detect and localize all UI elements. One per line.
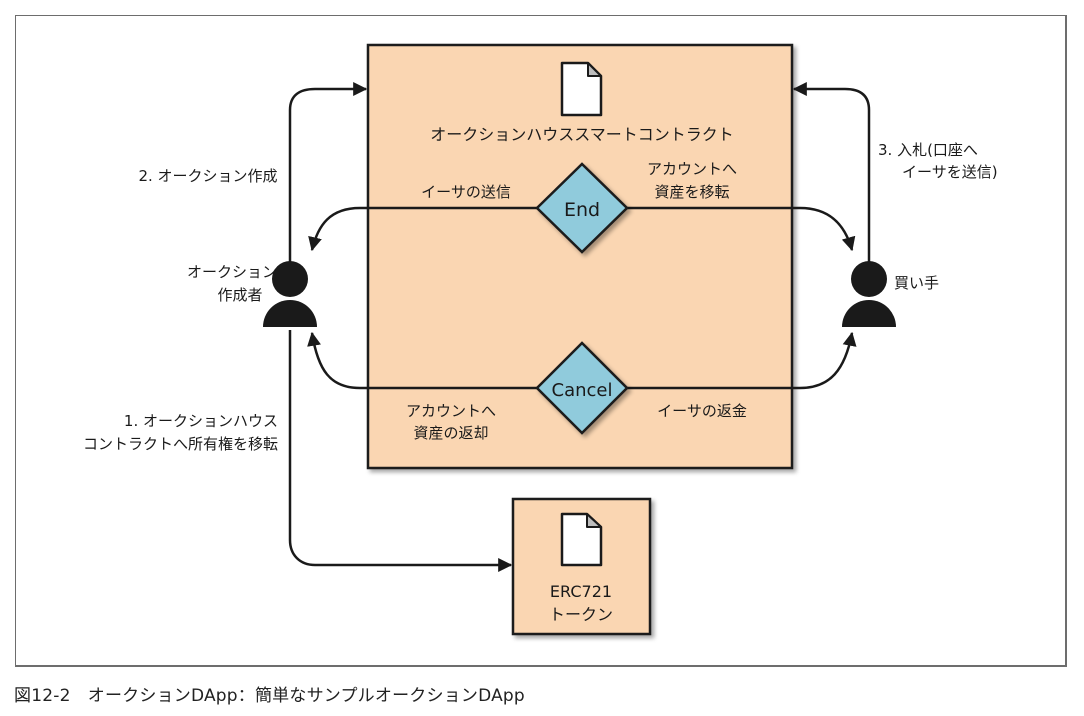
cancel-to-buyer-edge xyxy=(626,331,857,390)
bid-label-1: 3. 入札(口座へ xyxy=(878,141,978,159)
creator-label-2: 作成者 xyxy=(217,286,262,304)
token-label-2: トークン xyxy=(549,605,613,624)
bid-label-2: イーサを送信) xyxy=(902,163,998,181)
end-transfer-asset-label-1: アカウントへ xyxy=(647,160,737,178)
end-send-ether-label: イーサの送信 xyxy=(421,183,511,201)
creator-label-1: オークション xyxy=(187,263,277,281)
end-transfer-asset-label-2: 資産を移転 xyxy=(654,183,729,201)
end-to-buyer-edge xyxy=(624,206,856,252)
cancel-decision: Cancel xyxy=(535,341,629,435)
auction-creator-actor-icon xyxy=(263,261,317,327)
transfer-ownership-label-1: 1. オークションハウス xyxy=(124,412,278,430)
end-decision: End xyxy=(535,162,629,254)
buyer-actor-icon xyxy=(842,261,896,327)
end-label: End xyxy=(564,199,600,221)
token-label-1: ERC721 xyxy=(550,582,612,601)
transfer-ownership-edge xyxy=(288,330,513,572)
cancel-return-asset-label-1: アカウントへ xyxy=(406,402,496,420)
cancel-refund-ether-label: イーサの返金 xyxy=(657,402,747,420)
create-auction-edge xyxy=(288,82,368,262)
cancel-to-creator-edge xyxy=(307,331,538,390)
end-to-creator-edge xyxy=(308,206,540,252)
figure-frame xyxy=(15,15,1067,667)
contract-title: オークションハウススマートコントラクト xyxy=(430,125,734,144)
transfer-ownership-label-2: コントラクトへ所有権を移転 xyxy=(83,435,278,453)
cancel-label: Cancel xyxy=(552,380,613,401)
bid-edge xyxy=(792,82,871,262)
create-auction-label: 2. オークション作成 xyxy=(138,167,277,185)
contract-document-icon xyxy=(560,61,603,117)
token-document-icon xyxy=(560,512,603,567)
cancel-return-asset-label-2: 資産の返却 xyxy=(413,424,488,442)
buyer-label: 買い手 xyxy=(894,274,939,292)
figure-caption: 図12-2 オークションDApp：簡単なサンプルオークションDApp xyxy=(14,686,525,706)
